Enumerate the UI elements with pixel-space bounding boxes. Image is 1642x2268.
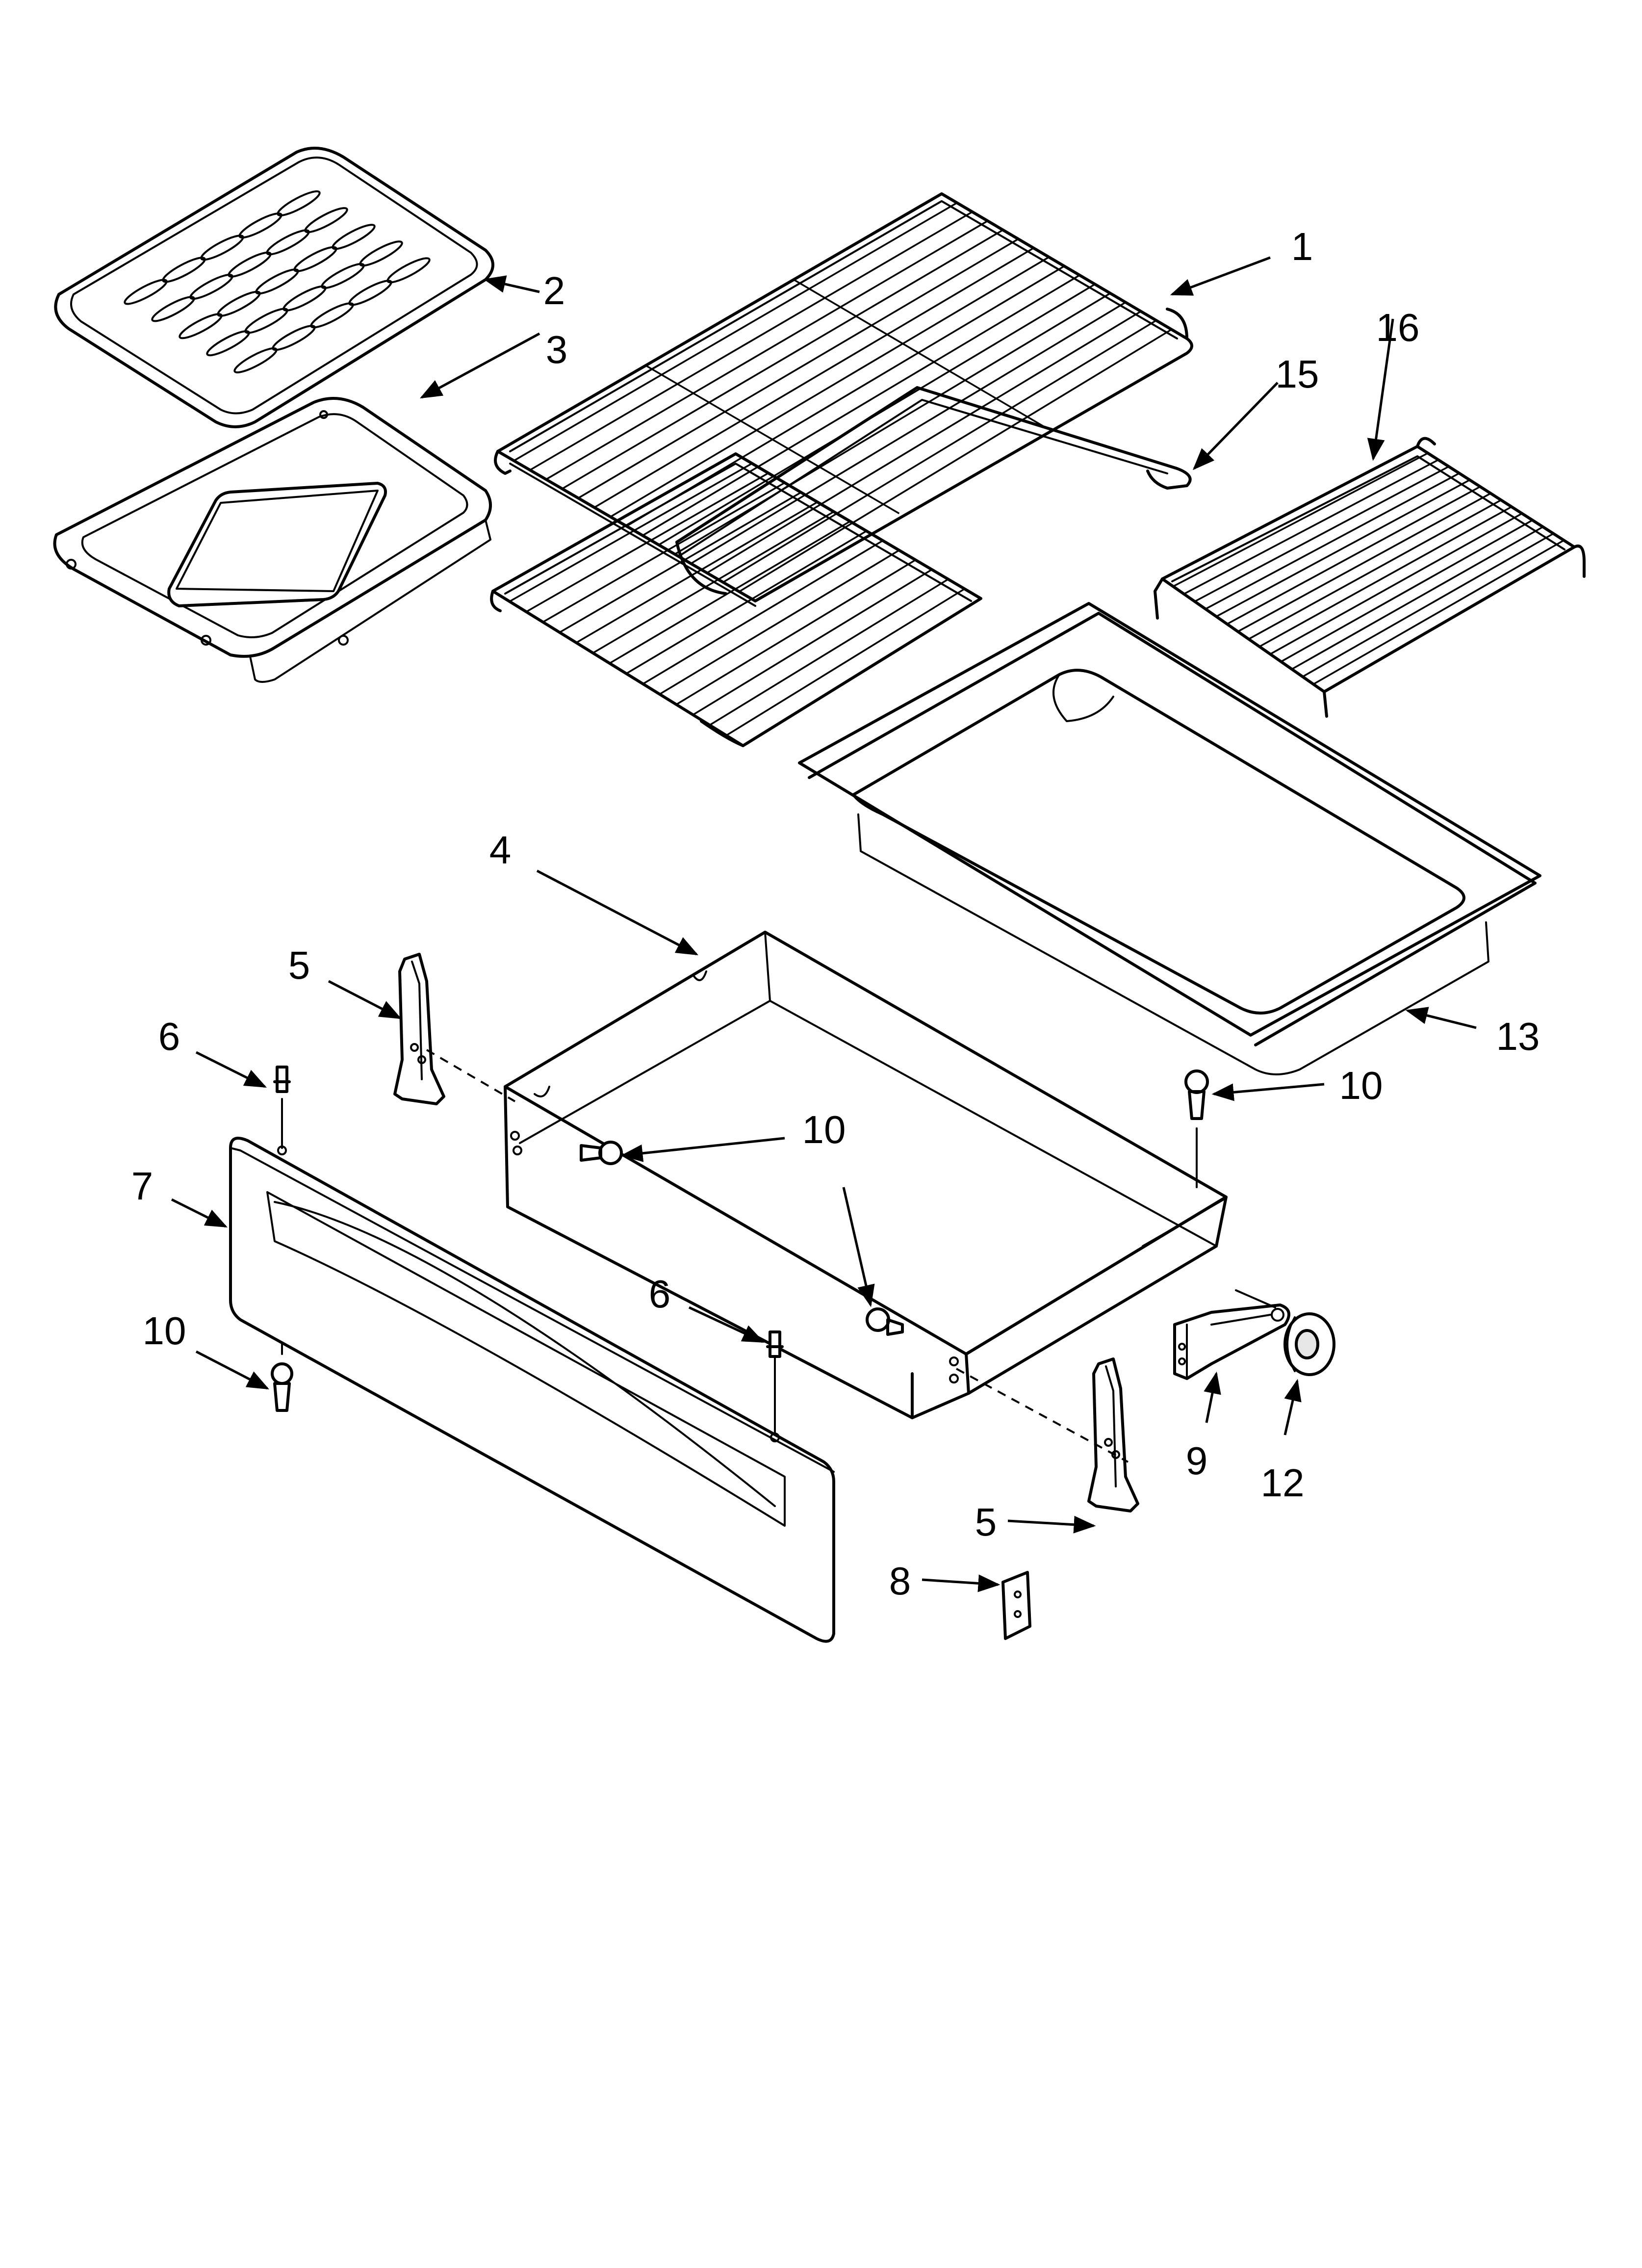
rack-wire xyxy=(693,569,932,716)
grid-slot xyxy=(277,190,321,217)
drawer-body-part xyxy=(504,931,1228,1419)
alignment-line-left xyxy=(426,1049,516,1102)
rack-wire xyxy=(576,501,818,644)
rack-wire xyxy=(1313,539,1565,685)
rack-wire xyxy=(578,238,1019,499)
drawer-slide-left xyxy=(393,953,445,1105)
lower-rack-part xyxy=(490,452,982,747)
callout-16: 16 xyxy=(1376,306,1420,349)
rack-wire xyxy=(610,256,1050,518)
rack-wire xyxy=(690,301,1126,565)
drawer-slide-right xyxy=(1087,1357,1139,1512)
drawer-liner-part xyxy=(798,602,1541,1075)
pin-part-right xyxy=(766,1330,784,1358)
rack-wire xyxy=(1302,533,1554,678)
callout-10-rear: 10 xyxy=(1339,1064,1383,1107)
grid-slot xyxy=(359,240,403,267)
grid-slot xyxy=(386,257,431,284)
rack-wire xyxy=(739,329,1172,593)
screw-drawer-front xyxy=(866,1307,904,1336)
rack-wire xyxy=(1194,466,1449,602)
rack-wire xyxy=(709,578,949,726)
callout-13: 13 xyxy=(1496,1015,1540,1058)
rack-wire xyxy=(1227,486,1481,625)
screw-drawer-rear xyxy=(1184,1069,1209,1120)
rack-wire xyxy=(526,472,769,613)
rack-slide-part xyxy=(675,386,1192,595)
rack-cross-wire xyxy=(645,365,900,515)
broiler-grid-part xyxy=(54,147,494,428)
rack-wire xyxy=(609,521,851,664)
rack-wire xyxy=(542,482,785,623)
callout-1: 1 xyxy=(1291,225,1313,268)
drawer-front-part xyxy=(229,1137,835,1643)
rack-cross-wire xyxy=(793,279,1044,427)
rack-wire xyxy=(1270,513,1523,655)
callout-10-front: 10 xyxy=(143,1309,186,1353)
callout-3: 3 xyxy=(546,328,568,371)
rack-wire xyxy=(642,274,1080,537)
rack-wire xyxy=(559,492,802,633)
pin-part-left xyxy=(273,1066,291,1093)
rack-wire xyxy=(1183,459,1439,595)
rack-wire xyxy=(1281,519,1533,663)
callout-labels: 1 2 3 4 5 5 6 6 7 8 9 10 10 10 12 13 15 … xyxy=(131,225,1540,1603)
callout-6-left: 6 xyxy=(158,1015,180,1058)
rack-wire xyxy=(593,247,1034,508)
rack-wire xyxy=(626,265,1065,527)
rack-wire xyxy=(509,463,753,602)
rack-wire xyxy=(626,530,867,675)
rack-wire xyxy=(1216,479,1470,618)
callout-7: 7 xyxy=(131,1164,154,1208)
rack-wire xyxy=(562,229,1003,490)
rack-wire xyxy=(642,540,883,685)
leader-lines xyxy=(171,256,1477,1592)
callout-4: 4 xyxy=(489,828,512,872)
callout-5-right: 5 xyxy=(975,1500,997,1544)
rack-wire xyxy=(1173,452,1429,587)
screw-drawer-side xyxy=(580,1141,623,1165)
rack-wire xyxy=(676,559,916,705)
callout-15: 15 xyxy=(1276,352,1319,396)
callout-10-side: 10 xyxy=(802,1108,846,1151)
rack-wire xyxy=(722,319,1157,583)
rack-wire xyxy=(513,202,958,462)
callout-5-left: 5 xyxy=(288,943,310,987)
rack-wire xyxy=(1237,493,1491,632)
rack-wire xyxy=(1259,506,1512,648)
rack-wire xyxy=(706,311,1142,574)
callout-6-right: 6 xyxy=(649,1272,671,1316)
bracket-part xyxy=(1173,1289,1290,1380)
grid-slot xyxy=(332,224,376,250)
small-rack-part xyxy=(1154,437,1586,718)
oven-rack-part xyxy=(494,192,1193,607)
broiler-pan-part xyxy=(53,397,492,683)
grid-slot xyxy=(304,207,348,234)
rack-wire xyxy=(1205,472,1460,610)
rack-wire xyxy=(592,511,834,654)
callout-8: 8 xyxy=(889,1559,911,1603)
rack-wire xyxy=(545,220,988,480)
rack-wire xyxy=(726,588,965,736)
rack-wire xyxy=(1248,499,1502,640)
rack-wire xyxy=(529,211,973,471)
rack-wire xyxy=(674,292,1111,555)
rack-wire xyxy=(1291,526,1543,670)
callout-2: 2 xyxy=(543,269,565,313)
rack-wire xyxy=(659,549,900,695)
roller-part xyxy=(1283,1312,1335,1376)
clip-part xyxy=(1001,1571,1031,1640)
alignment-line-right xyxy=(956,1368,1129,1463)
callout-12: 12 xyxy=(1261,1461,1305,1505)
screw-front-bottom xyxy=(271,1362,293,1412)
callout-9: 9 xyxy=(1186,1439,1208,1483)
